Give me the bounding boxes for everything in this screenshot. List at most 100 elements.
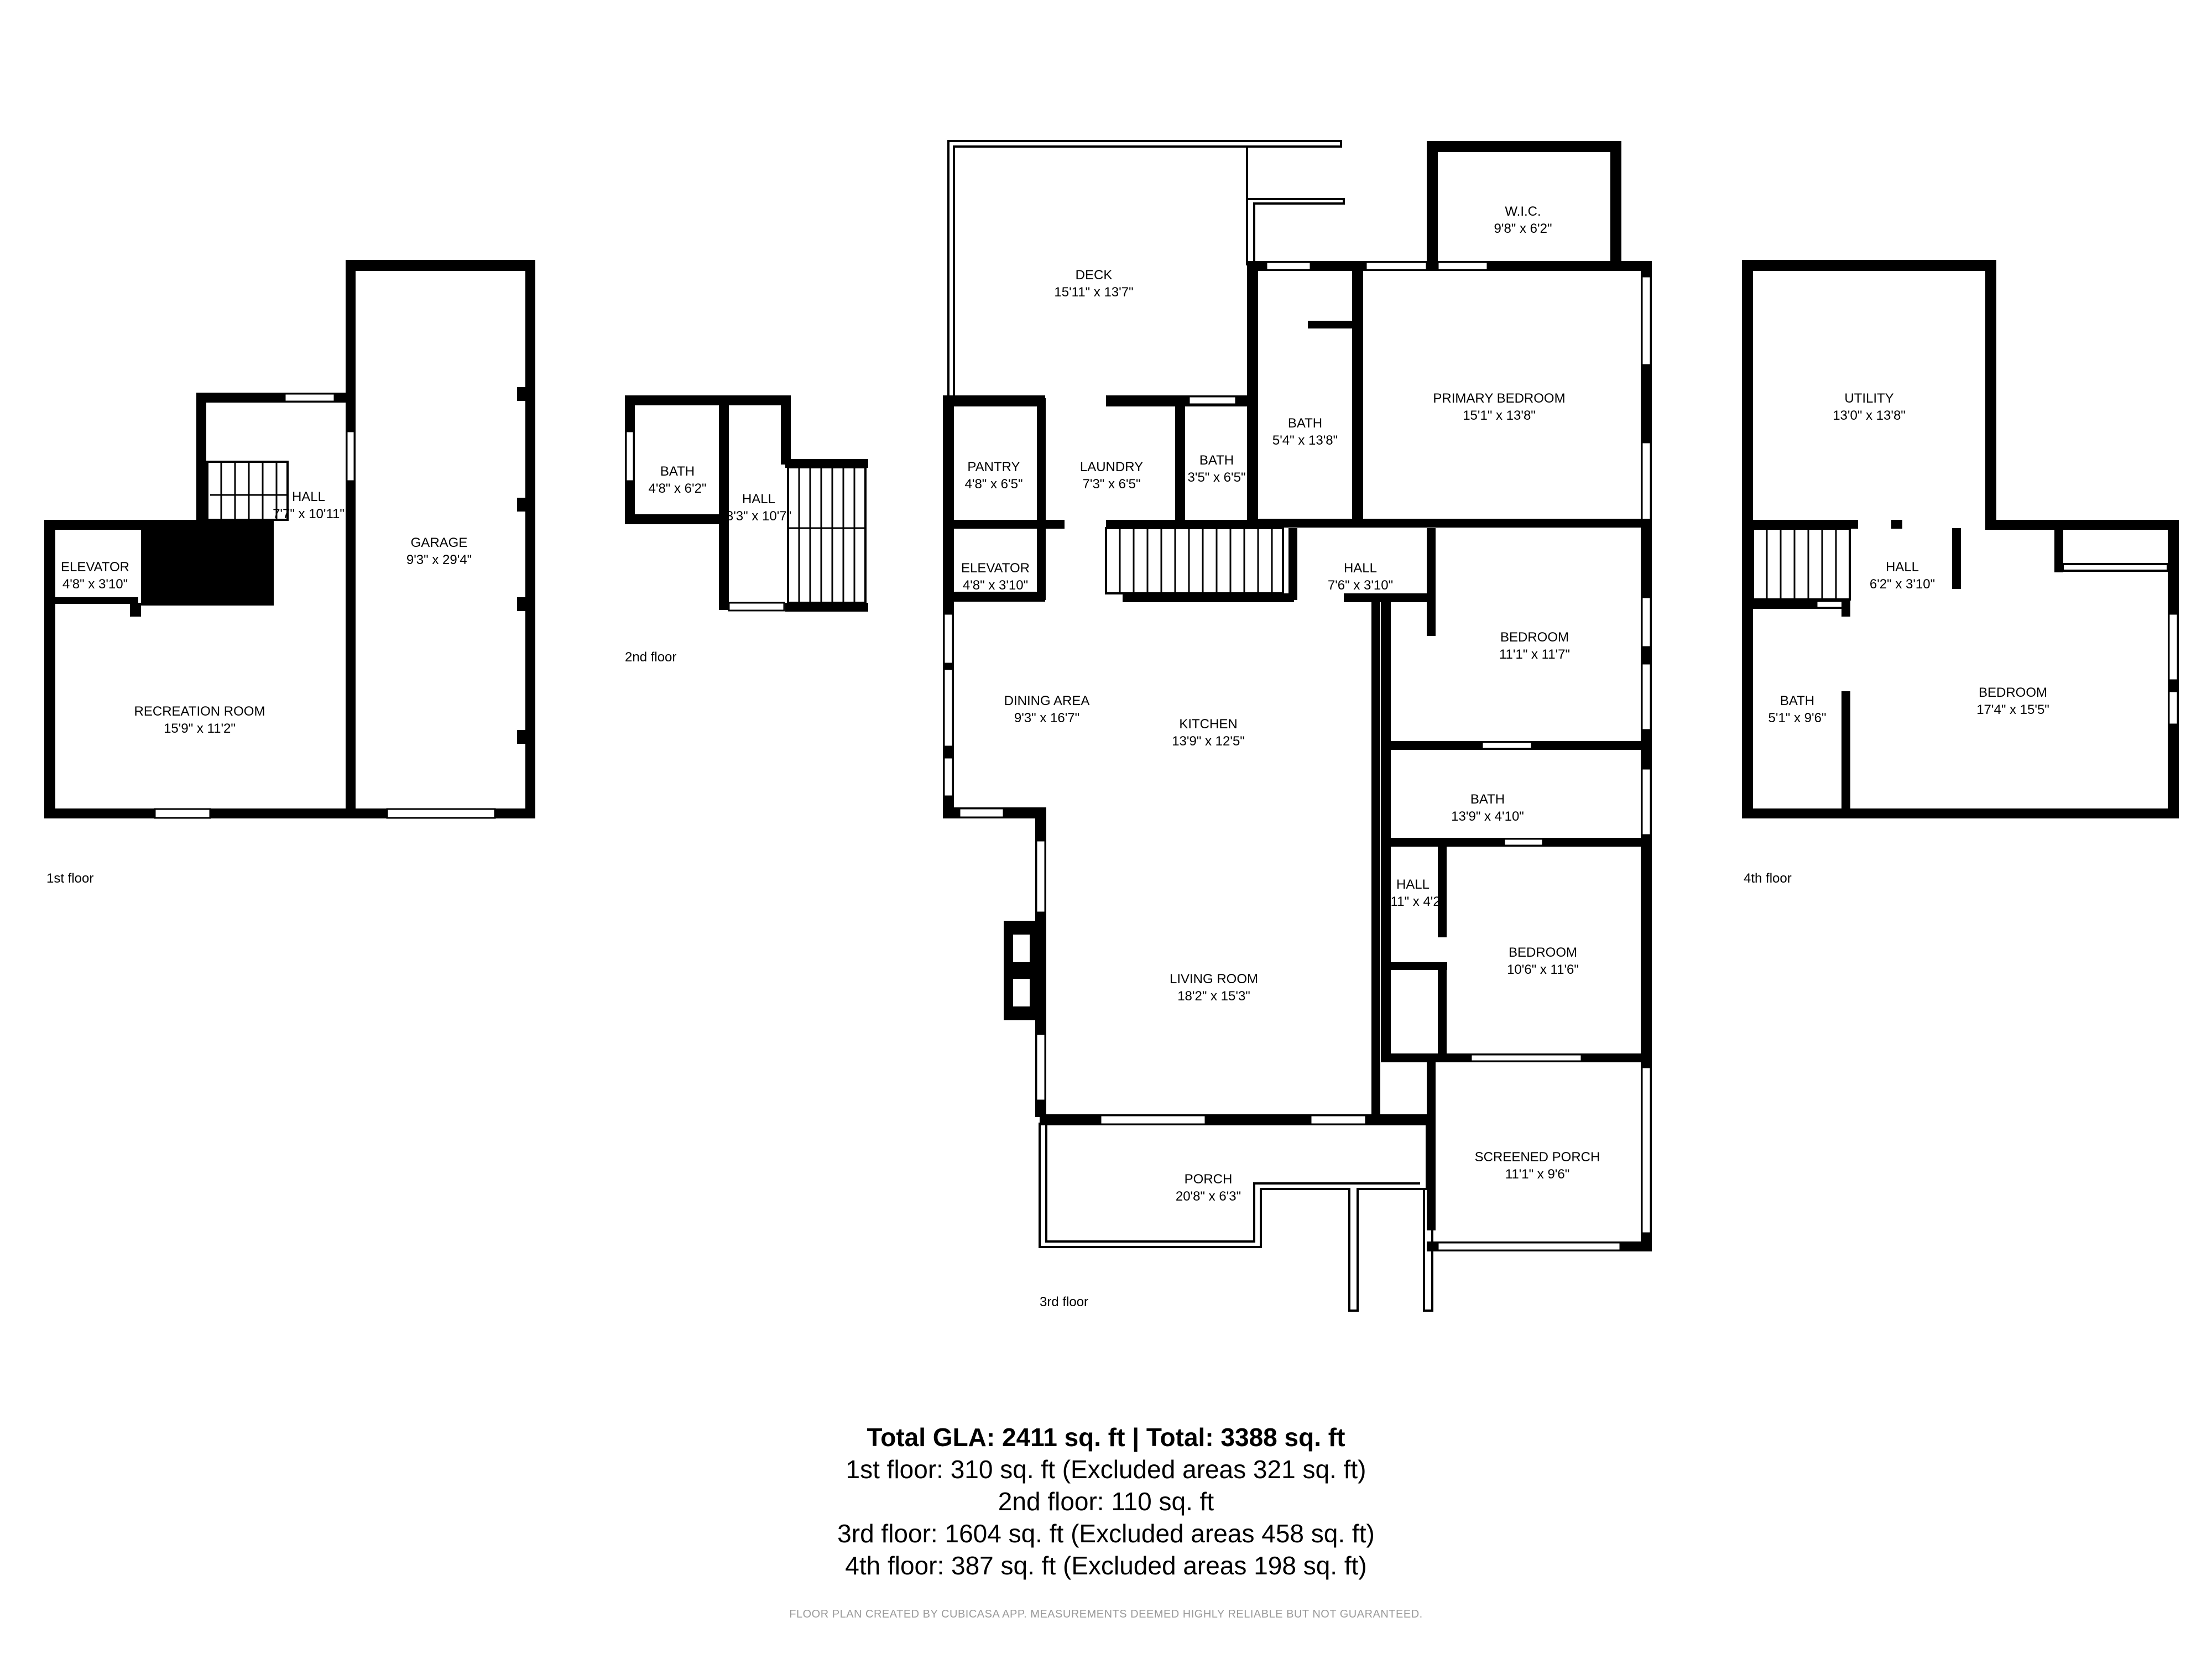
window — [2168, 690, 2179, 726]
window — [284, 393, 336, 403]
room-name: BATH — [1470, 792, 1505, 807]
window — [1641, 596, 1652, 648]
room-name: PANTRY — [967, 460, 1020, 474]
floor-4-area: 4th floor: 387 sq. ft (Excluded areas 19… — [845, 1551, 1367, 1580]
wall — [1742, 260, 1753, 818]
room-dimensions: 4'8" x 6'5" — [965, 477, 1023, 492]
window — [1310, 1114, 1367, 1125]
room-name: HALL — [292, 489, 325, 504]
wall — [1427, 141, 1438, 271]
wall — [2054, 528, 2063, 572]
wall — [517, 387, 526, 401]
room-name: LIVING ROOM — [1170, 972, 1258, 987]
room-name: DECK — [1076, 268, 1113, 283]
room-name: HALL — [1344, 561, 1377, 576]
wall — [44, 520, 155, 530]
wall — [1610, 141, 1621, 271]
room-name: RECREATION ROOM — [134, 704, 265, 719]
room-name: KITCHEN — [1179, 717, 1237, 732]
wall — [785, 459, 868, 468]
window — [1641, 1066, 1652, 1234]
room-dimensions: 3'5" x 6'5" — [1188, 470, 1246, 485]
room-dimensions: 17'4" x 15'5" — [1976, 702, 2049, 717]
deck-outline — [947, 140, 1342, 398]
room-name: LAUNDRY — [1080, 460, 1143, 474]
window — [1437, 261, 1489, 271]
room-dimensions: 13'0" x 13'8" — [1833, 408, 1906, 423]
wall — [196, 393, 285, 403]
room-dimensions: 11'1" x 9'6" — [1505, 1167, 1570, 1182]
wall — [781, 395, 791, 465]
area-summary: Total GLA: 2411 sq. ft | Total: 3388 sq.… — [553, 1421, 1659, 1582]
room-name: BATH — [660, 464, 695, 479]
wall — [346, 260, 534, 271]
window — [1035, 839, 1046, 914]
window — [1481, 741, 1533, 750]
room-dimensions: 5'1" x 9'6" — [1768, 711, 1827, 726]
floor-label-4: 4th floor — [1744, 871, 1792, 886]
window — [943, 613, 954, 665]
room-dimensions: 15'9" x 11'2" — [164, 721, 236, 736]
wall — [1175, 398, 1185, 528]
wall — [1438, 962, 1447, 1062]
room-name: HALL — [1886, 560, 1919, 575]
window — [1188, 395, 1237, 405]
wall — [1427, 141, 1620, 152]
wall — [1308, 321, 1358, 328]
wall — [517, 597, 526, 611]
window — [1641, 275, 1652, 366]
room-name: PRIMARY BEDROOM — [1433, 391, 1565, 406]
floor-3-area: 3rd floor: 1604 sq. ft (Excluded areas 4… — [837, 1519, 1375, 1548]
room-dimensions: 4'8" x 6'2" — [649, 481, 707, 496]
room-name: PORCH — [1185, 1172, 1233, 1187]
room-dimensions: 15'1" x 13'8" — [1463, 408, 1536, 423]
wall — [1891, 520, 1902, 529]
hall-stairs — [206, 461, 289, 521]
wall — [625, 514, 719, 524]
wall — [1841, 600, 1850, 617]
wall — [346, 260, 356, 818]
stairs — [1752, 528, 1851, 601]
wall — [719, 405, 729, 610]
window — [1641, 662, 1652, 731]
wall — [1742, 600, 1814, 609]
wall — [1253, 519, 1651, 528]
window — [1099, 1114, 1207, 1125]
room-name: BATH — [1288, 416, 1322, 431]
porch-outline — [1039, 1123, 1428, 1312]
room-name: HALL — [1396, 877, 1430, 892]
room-dimensions: 9'3" x 16'7" — [1014, 711, 1079, 726]
floor-label-1: 1st floor — [46, 871, 93, 886]
window — [1035, 1033, 1046, 1102]
stairs — [787, 466, 867, 604]
window — [728, 602, 785, 612]
room-name: W.I.C. — [1505, 204, 1541, 219]
wall — [196, 393, 206, 520]
wall — [1106, 395, 1186, 406]
wall — [1438, 838, 1447, 937]
room-name: BEDROOM — [1500, 630, 1569, 645]
floor-2-area: 2nd floor: 110 sq. ft — [998, 1487, 1214, 1516]
wall — [943, 520, 1065, 529]
wall — [1123, 593, 1294, 602]
wall — [1427, 1053, 1436, 1230]
window — [1641, 441, 1652, 521]
room-dimensions: 10'6" x 11'6" — [1507, 962, 1579, 977]
room-dimensions: 9'3" x 29'4" — [406, 552, 472, 567]
disclaimer: FLOOR PLAN CREATED BY CUBICASA APP. MEAS… — [789, 1608, 1423, 1620]
wall — [943, 395, 1045, 406]
window — [154, 808, 211, 819]
window — [346, 430, 356, 482]
stair-shaft — [141, 520, 274, 606]
window — [386, 808, 496, 819]
wall — [1288, 528, 1297, 600]
room-dimensions: 6'2" x 3'10" — [1870, 577, 1935, 592]
wall — [1037, 398, 1046, 528]
room-dimensions: 4'8" x 3'10" — [963, 578, 1028, 593]
window — [1641, 768, 1652, 836]
total-area: Total GLA: 2411 sq. ft | Total: 3388 sq.… — [867, 1423, 1345, 1452]
room-dimensions: 9'8" x 6'2" — [1494, 221, 1552, 236]
wall — [1037, 528, 1046, 600]
wall — [1381, 597, 1391, 1062]
